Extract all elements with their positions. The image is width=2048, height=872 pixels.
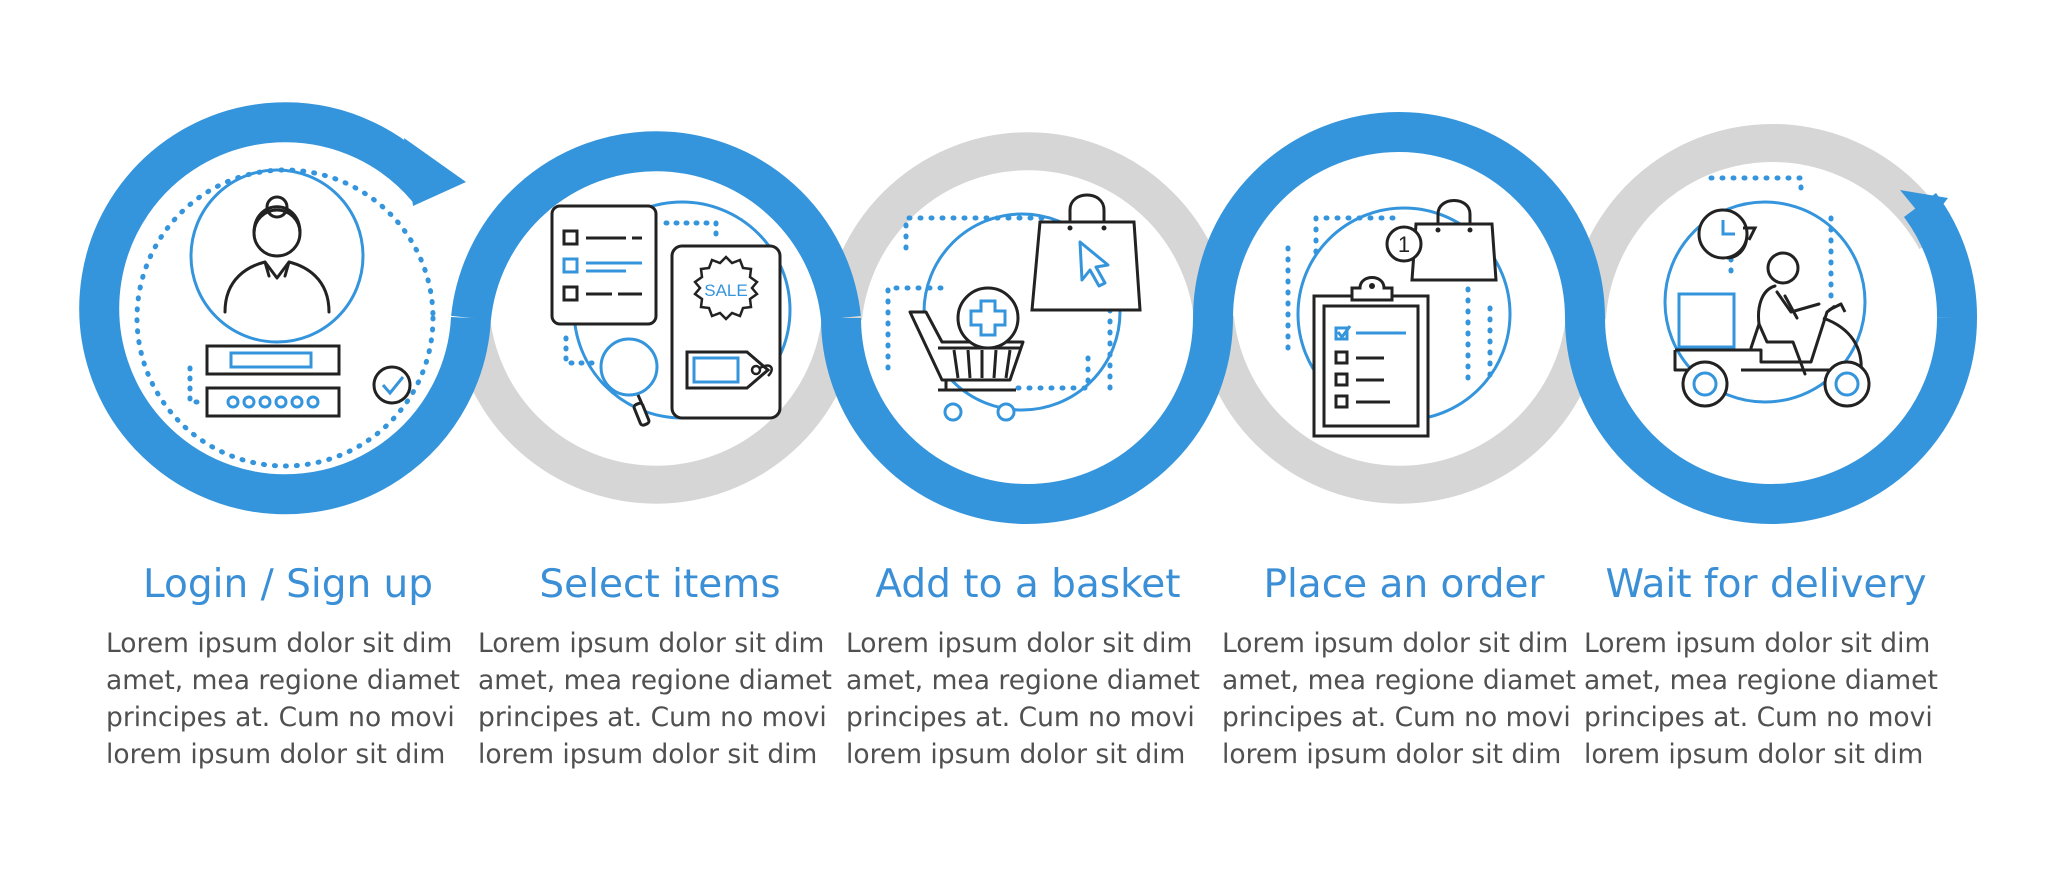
arrow-head-start [404,138,466,206]
step-3-description: Lorem ipsum dolor sit dim amet, mea regi… [846,628,1200,770]
blue-arc-2 [451,131,861,321]
magnifier-icon [599,337,659,427]
sale-badge [693,255,759,321]
step-2-title: Select items [539,562,781,607]
sale-label: SALE [704,281,747,300]
clock-icon [1697,208,1758,260]
plus-icon [956,286,1020,350]
cursor-icon [1078,240,1110,288]
product-search-icon: SALE [550,200,792,427]
blue-arc-1 [79,102,491,515]
step-4-title: Place an order [1263,562,1545,607]
order-clipboard-icon: 1 [1285,199,1512,438]
step-5-description: Lorem ipsum dolor sit dim amet, mea regi… [1584,628,1938,770]
user-login-icon [134,167,436,469]
blue-arc-4 [1193,112,1605,319]
dotted-ring [134,167,436,469]
front-wheel [1823,360,1871,408]
blue-arc-3 [821,317,1233,524]
step-4-description: Lorem ipsum dolor sit dim amet, mea regi… [1222,628,1576,770]
check-icon [372,365,412,405]
step-1-text: Login / Sign up Lorem ipsum dolor sit di… [98,565,478,773]
grey-arc-1 [452,315,860,504]
step-5-text: Wait for delivery Lorem ipsum dolor sit … [1576,565,1956,773]
step-1-title: Login / Sign up [142,562,434,607]
step-1-description: Lorem ipsum dolor sit dim amet, mea regi… [106,628,460,770]
grey-arc-2 [824,132,1232,321]
blue-ring [1663,200,1867,404]
step-4-text: Place an order Lorem ipsum dolor sit dim… [1214,565,1594,773]
grey-track [452,124,1953,504]
arrow-head-end [1900,190,1948,224]
step-3-text: Add to a basket Lorem ipsum dolor sit di… [838,565,1218,773]
avatar-circle [189,168,365,344]
blue-arc-5 [1565,317,1977,524]
blue-arc-6 [1903,193,1978,319]
grey-arc-4 [1568,124,1953,320]
order-count: 1 [1398,232,1410,257]
rear-wheel [1681,360,1729,408]
step-5-title: Wait for delivery [1605,562,1927,607]
step-2-description: Lorem ipsum dolor sit dim amet, mea regi… [478,628,832,770]
price-tag-icon [685,350,771,390]
order-count-badge [1385,225,1423,263]
shopping-bag-icon [1410,222,1498,282]
step-3-title: Add to a basket [875,562,1181,607]
grey-arc-3 [1196,315,1604,504]
scooter-delivery-icon [1663,175,1871,408]
step-2-text: Select items Lorem ipsum dolor sit dim a… [470,565,850,773]
add-to-cart-icon [885,193,1142,422]
